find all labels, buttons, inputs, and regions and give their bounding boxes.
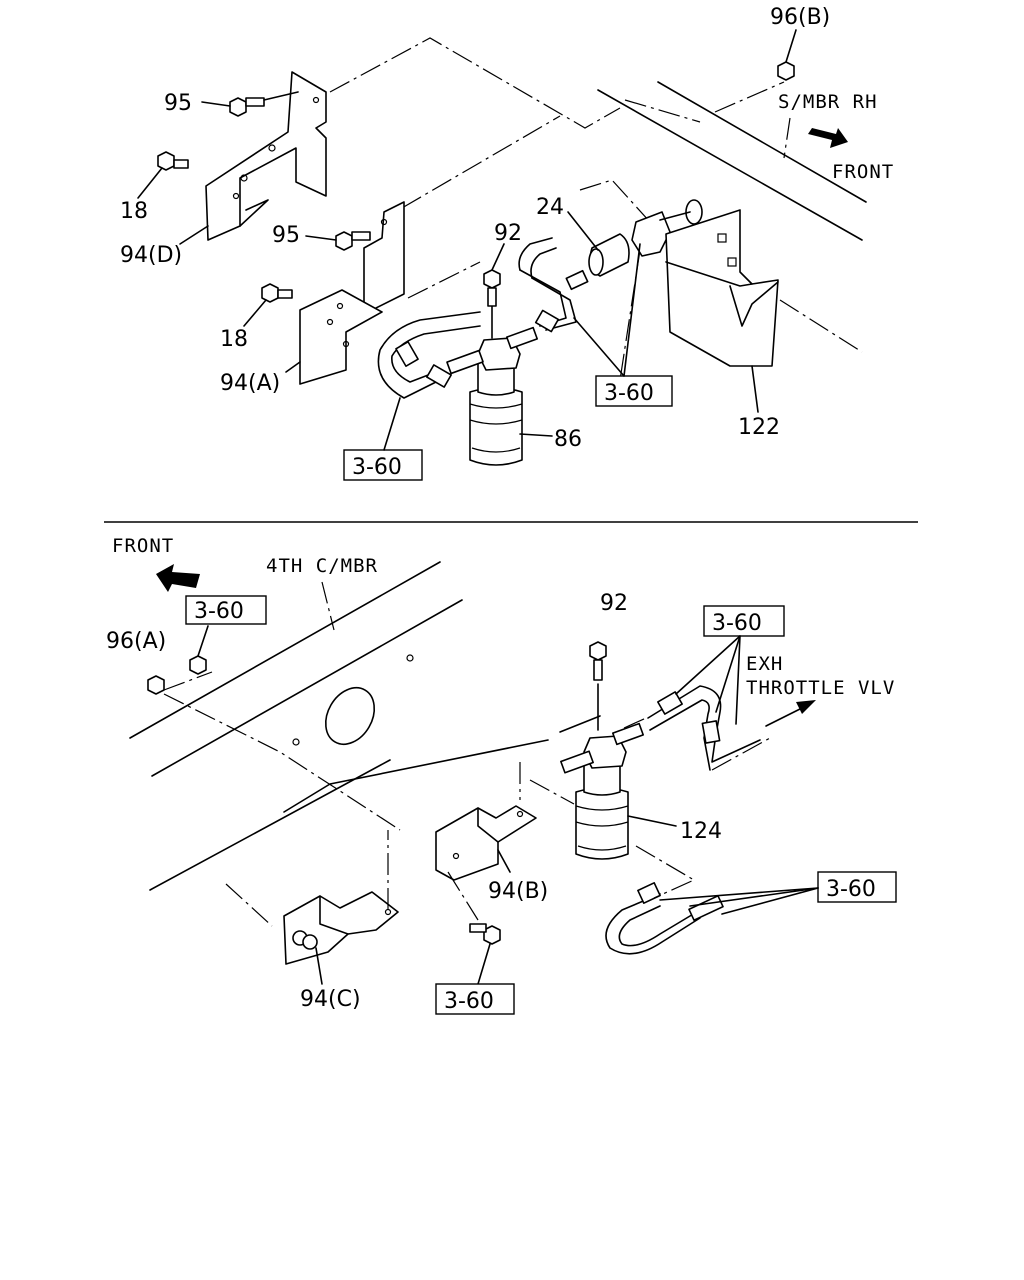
front-arrow-icon <box>808 128 848 148</box>
label-94a: 94(A) <box>220 371 280 396</box>
label-86: 86 <box>554 427 582 452</box>
assembly-center-lines <box>329 37 863 381</box>
ref-box-bottom-right <box>817 871 897 903</box>
cover-122 <box>665 209 779 413</box>
label-124: 124 <box>680 819 722 844</box>
ref-box-top-right <box>573 243 673 407</box>
ref-3-60-bottom-top-right: 3-60 <box>712 611 762 636</box>
bracket-94c <box>225 830 399 985</box>
label-24: 24 <box>536 195 564 220</box>
nut-96b-icon <box>777 29 797 81</box>
sleeve-24 <box>567 211 630 277</box>
label-94d: 94(D) <box>120 243 182 268</box>
front-text-top: FRONT <box>832 161 894 183</box>
label-95-upper: 95 <box>164 91 192 116</box>
label-92-top: 92 <box>494 221 522 246</box>
ref-3-60-bottom-top-left: 3-60 <box>194 599 244 624</box>
bolt-92-top-icon <box>483 243 505 307</box>
label-18-upper: 18 <box>120 199 148 224</box>
label-96a: 96(A) <box>106 629 166 654</box>
ref-3-60-top-left: 3-60 <box>352 455 402 480</box>
clip-icon <box>631 199 703 257</box>
cross-member-text: 4TH C/MBR <box>266 555 378 577</box>
fuel-pump-124 <box>560 722 645 860</box>
bracket-94d <box>205 71 327 241</box>
fuel-pump-86 <box>446 301 539 466</box>
exh-text: EXH <box>746 653 783 675</box>
label-94c: 94(C) <box>300 987 361 1012</box>
bolt-bottom-icon <box>447 871 501 985</box>
label-96b: 96(B) <box>770 5 830 30</box>
label-122: 122 <box>738 415 780 440</box>
bolt-18-upper-icon <box>137 151 189 199</box>
ref-3-60-bottom-right: 3-60 <box>826 877 876 902</box>
ref-box-bottom-top-right <box>703 605 785 637</box>
bolt-92-bottom-icon <box>589 641 607 731</box>
label-18-lower: 18 <box>220 327 248 352</box>
cross-member <box>129 561 601 891</box>
side-member-rails <box>597 81 867 241</box>
ref-box-top-left <box>343 397 423 481</box>
exh-arrow-icon <box>765 700 816 727</box>
throttle-valve-text: THROTTLE VLV <box>746 677 895 699</box>
bottom-assembly: FRONT 4TH C/MBR 96(A) 3-60 <box>106 535 897 1015</box>
ref-box-bottom-top-left <box>185 595 267 625</box>
label-92-bottom: 92 <box>600 591 628 616</box>
nut-96a-icon <box>147 625 401 831</box>
bolt-95-upper-icon <box>201 91 299 117</box>
ref-box-bottom-center <box>435 983 515 1015</box>
label-94b: 94(B) <box>488 879 548 904</box>
bracket-94b <box>435 762 575 881</box>
hose-exh-throttle <box>623 685 771 771</box>
bracket-94a <box>299 201 405 385</box>
top-assembly: 96(B) S/MBR RH FRONT 95 18 <box>120 5 894 481</box>
front-arrow-bottom-icon <box>156 564 200 592</box>
ref-3-60-bottom-center: 3-60 <box>444 989 494 1014</box>
bolt-95-lower-icon <box>305 231 371 251</box>
bolt-18-lower-icon <box>243 283 293 327</box>
ref-3-60-top-right: 3-60 <box>604 381 654 406</box>
smbr-rh-text: S/MBR RH <box>778 91 878 113</box>
hose-loop-top <box>377 237 589 399</box>
front-text-bottom: FRONT <box>112 535 174 557</box>
label-95-lower: 95 <box>272 223 300 248</box>
